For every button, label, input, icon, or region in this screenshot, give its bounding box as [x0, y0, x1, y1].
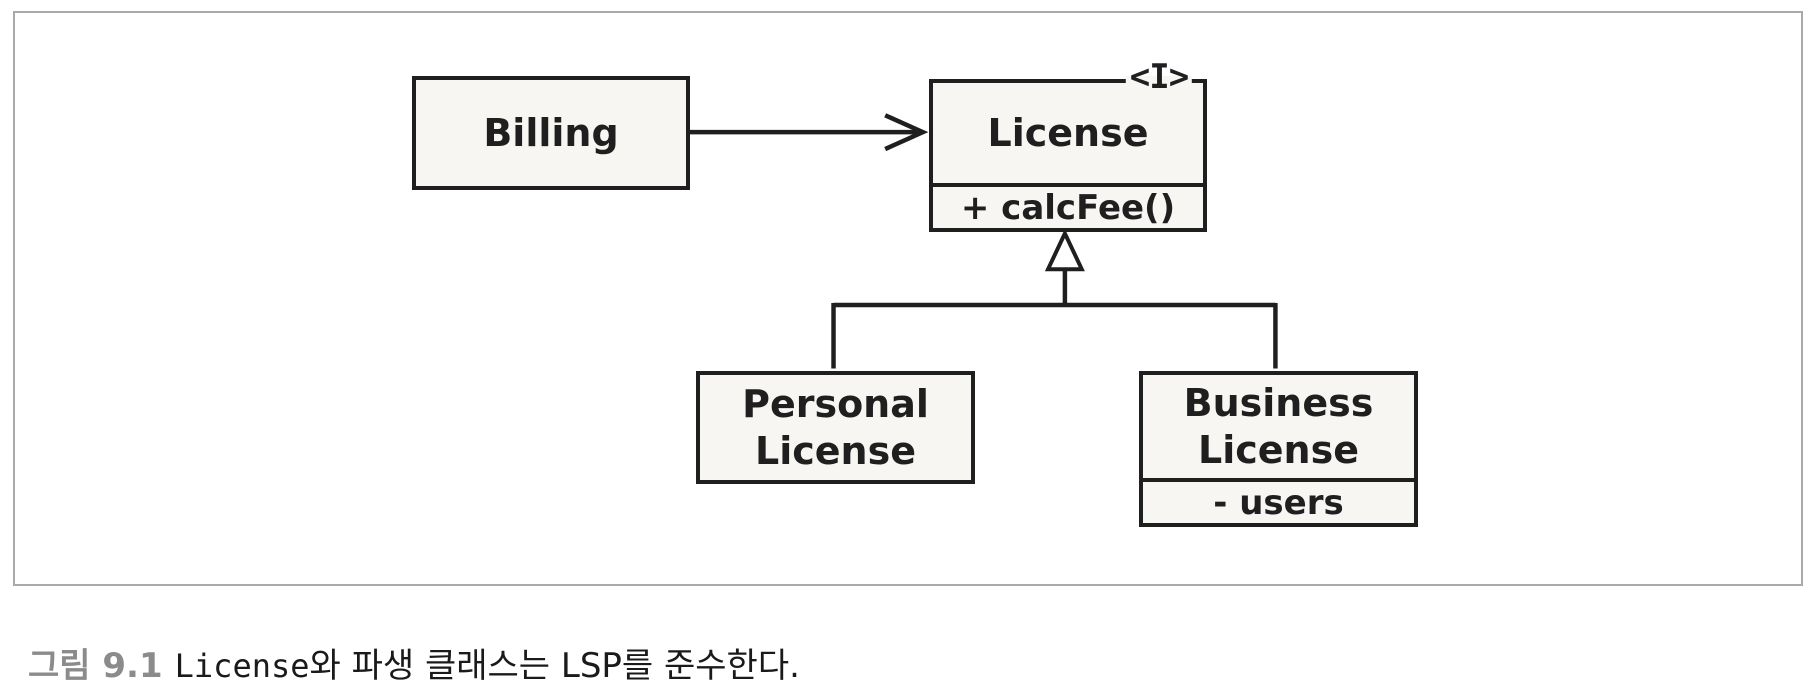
class-name-line1: Personal	[742, 382, 929, 427]
class-box-billing: Billing	[412, 76, 690, 190]
figure-caption-code: License	[174, 647, 310, 685]
interface-stereotype-tag: <I>	[1125, 57, 1193, 97]
association-arrowhead-icon	[884, 113, 929, 152]
class-name: License	[987, 110, 1149, 155]
uml-connectors	[689, 113, 1278, 369]
generalization-triangle-icon	[1044, 228, 1085, 272]
figure-caption-number: 그림 9.1	[28, 646, 163, 686]
class-name-line2: License	[1198, 427, 1359, 472]
class-name-line2: License	[755, 428, 916, 473]
class-name-line1: Business	[1183, 381, 1374, 426]
figure-caption-text: 와 파생 클래스는 LSP를 준수한다.	[309, 646, 800, 686]
class-name: Business License	[1143, 375, 1414, 478]
figure-caption: 그림 9.1 License와 파생 클래스는 LSP를 준수한다.	[28, 638, 800, 687]
class-box-license: License + calcFee()	[929, 79, 1207, 232]
figure-frame: Billing License + calcFee() <I> Personal…	[13, 11, 1803, 586]
class-method: + calcFee()	[933, 183, 1203, 228]
class-box-business-license: Business License - users	[1139, 371, 1418, 527]
class-box-personal-license: Personal License	[696, 371, 975, 484]
class-name: Billing	[483, 110, 619, 155]
class-name: Personal License	[700, 375, 971, 480]
class-attribute: - users	[1143, 478, 1414, 523]
